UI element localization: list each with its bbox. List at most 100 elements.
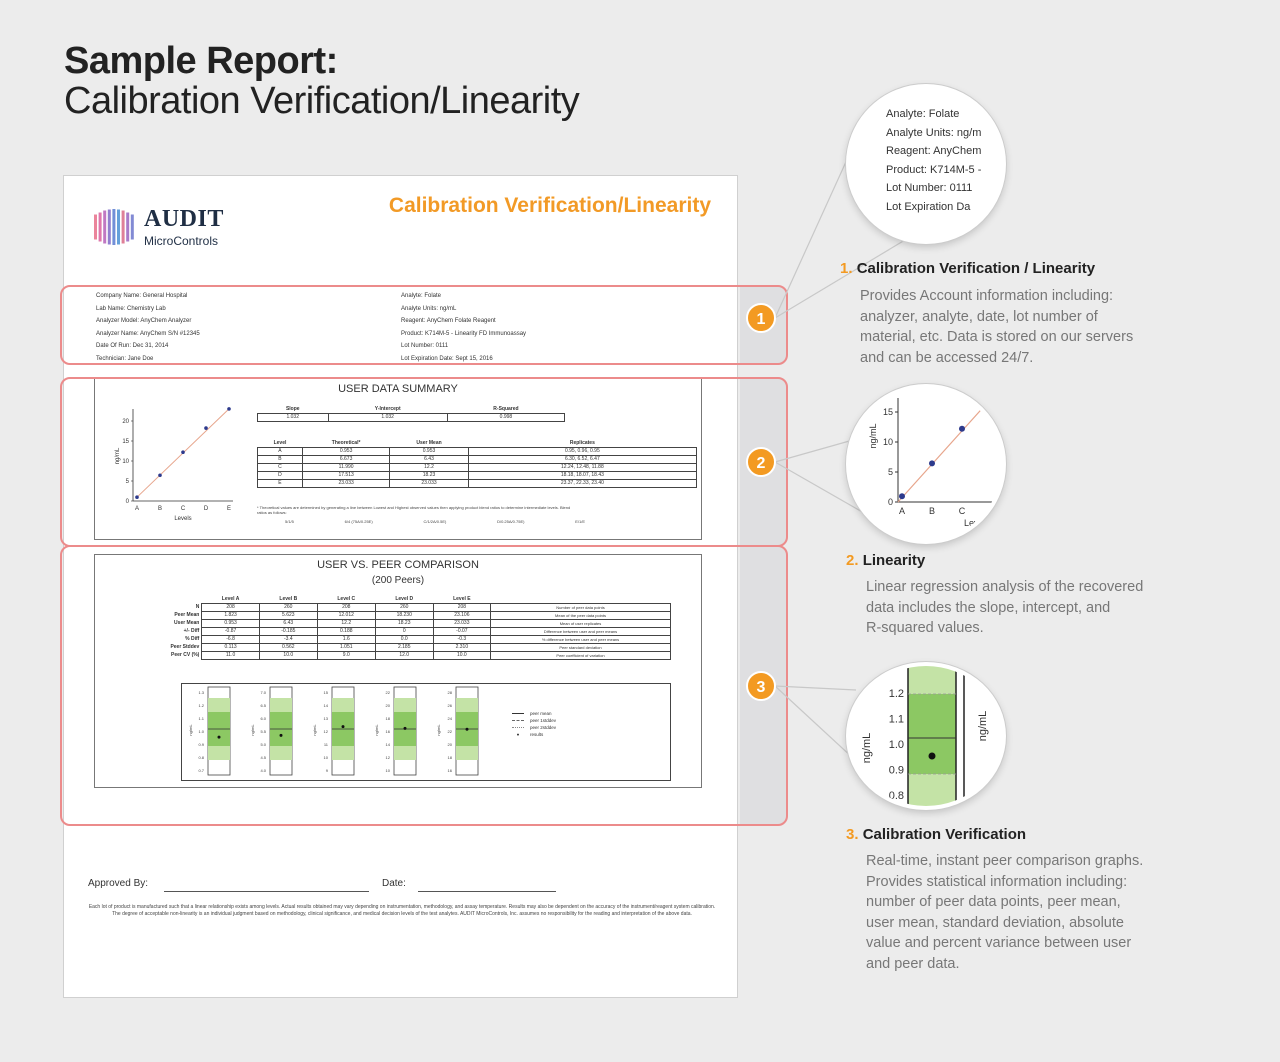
annotation-1-title: 1. Calibration Verification / Linearity	[840, 260, 1095, 277]
annotation-line: data includes the slope, intercept, and	[866, 599, 1111, 616]
zoom3-y-tick-label: 1.1	[889, 714, 904, 726]
zoom3-y-tick-label: 1.0	[889, 739, 904, 751]
approved-by-label: Approved By:	[88, 878, 149, 889]
annotation-line: analyzer, analyte, date, lot number of	[860, 308, 1098, 325]
zoom3-y-tick-label: 1.2	[889, 688, 904, 700]
peer-column-header: Level C	[337, 595, 356, 602]
graph-tick-label: 4.5	[260, 755, 266, 760]
annotation-line: Provides Account information including:	[860, 288, 1114, 304]
regression-header: R-Squared	[493, 405, 519, 412]
peer-row-label: Peer Mean	[174, 612, 200, 618]
legend-label: peer 1stddev	[530, 718, 557, 723]
graph-tick-label: 26	[448, 703, 453, 708]
y-tick-label: 10	[122, 459, 129, 465]
legend-swatch	[512, 720, 524, 721]
peer-row-desc: Peer coefficient of variation	[490, 650, 671, 660]
graph-tick-label: 12	[324, 729, 329, 734]
level-header: Replicates	[569, 439, 595, 446]
graph-tick-label: 1.0	[198, 729, 204, 734]
badge-1: 1	[746, 303, 776, 333]
graph-tick-label: 0.7	[198, 768, 204, 773]
legend-label: peer 2stddev	[530, 725, 557, 730]
disclaimer-text: Each lot of product is manufactured such…	[88, 904, 716, 917]
legend-item: peer mean	[512, 710, 662, 717]
data-point	[227, 407, 231, 411]
theoretical-footnote: * Theoretical values are determined by g…	[257, 505, 571, 515]
annotation-3-title: 3. Calibration Verification	[846, 826, 1026, 843]
peer-row-label: +/- Diff	[183, 628, 200, 634]
x-tick-label: D	[204, 506, 209, 512]
data-point	[158, 473, 162, 478]
blend-ratio: 6/4 (75A/0.25E)	[344, 519, 373, 524]
annotation-3-heading: Calibration Verification	[862, 826, 1027, 843]
peer-graph-level-a: 1.31.21.11.00.90.80.7ng/mL	[188, 686, 231, 776]
account-field: Product: K714M-5 - Linearity FD Immunoas…	[401, 330, 527, 337]
logo-subtitle: MicroControls	[144, 234, 219, 248]
annotation-line: number of peer data points, peer mean,	[866, 894, 1121, 911]
logo-bar	[117, 209, 120, 245]
account-field: Technician: Jane Doe	[96, 355, 154, 362]
highlight-band-3	[60, 545, 788, 826]
annotation-line: Provides statistical information includi…	[866, 873, 1128, 890]
zoom-data-point	[929, 460, 935, 467]
graph-tick-label: 16	[386, 729, 391, 734]
zoom-account-line: Reagent: AnyChem	[886, 145, 982, 157]
graph-tick-label: 15	[324, 690, 329, 695]
graph-y-label: ng/mL	[374, 724, 379, 736]
graph-y-label: ng/mL	[312, 724, 317, 736]
level-header: User Mean	[416, 439, 442, 446]
annotation-3-number: 3.	[846, 826, 859, 843]
blend-ratio: 5/1/5	[285, 519, 294, 524]
graph-tick-label: 14	[386, 742, 391, 747]
x-tick-label: E	[227, 506, 231, 512]
x-tick-label: C	[181, 506, 186, 512]
logo-bar	[94, 214, 97, 240]
zoom-account-line: Product: K714M-5 -	[886, 163, 982, 176]
annotation-2-heading: Linearity	[862, 552, 926, 569]
logo-bar	[126, 212, 130, 242]
annotation-2-title: 2. Linearity	[846, 552, 925, 569]
regression-header: Y-Intercept	[374, 405, 401, 412]
zoom-account-line: Analyte Units: ng/m	[886, 126, 982, 139]
annotation-1-heading: Calibration Verification / Linearity	[856, 260, 1096, 277]
zoom3-y-tick-label: 0.8	[889, 790, 904, 802]
peer-row-label: User Mean	[174, 620, 200, 626]
logo-bar	[112, 209, 116, 245]
graph-tick-label: 20	[386, 703, 391, 708]
zoom-account-line: Analyte: Folate	[886, 108, 960, 120]
zoom-1sd-band	[908, 694, 956, 774]
logo-bar	[98, 212, 102, 242]
result-dot	[341, 725, 345, 729]
badge-2: 2	[746, 447, 776, 477]
account-field: Analyzer Name: AnyChem S/N #12345	[96, 330, 200, 337]
account-field: Lab Name: Chemistry Lab	[96, 305, 166, 312]
graph-tick-label: 7.0	[260, 690, 266, 695]
x-axis-label: Levels	[174, 516, 191, 522]
peer-column-header: Level B	[279, 595, 298, 602]
logo-bar	[107, 209, 111, 245]
graph-tick-label: 12	[386, 755, 391, 760]
account-field: Analyzer Model: AnyChem Analyzer	[96, 318, 192, 324]
graph-tick-label: 22	[448, 729, 453, 734]
graph-tick-label: 5.0	[260, 742, 266, 747]
zoom-regression-line	[897, 388, 1002, 503]
zoom-y-tick-label: 10	[883, 437, 893, 447]
page-title: Sample Report:	[64, 40, 338, 82]
account-field: Analyte Units: ng/mL	[401, 305, 457, 312]
peer-comparison-title: USER VS. PEER COMPARISON	[317, 559, 479, 571]
